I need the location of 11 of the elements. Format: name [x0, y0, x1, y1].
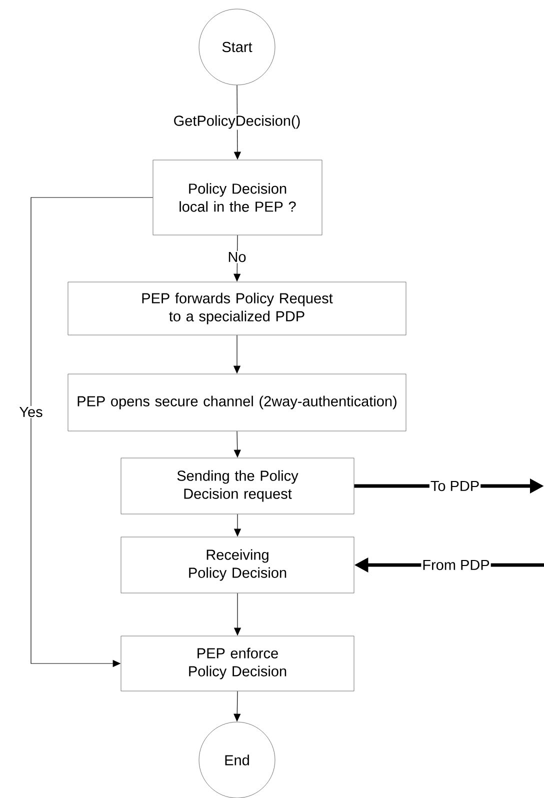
process-box: PEP opens secure channel (2way-authentication)	[68, 374, 406, 432]
decision-box: Policy Decision local in the PEP ?	[152, 160, 322, 236]
process-box: PEP enforce Policy Decision	[120, 636, 354, 692]
process-box: PEP forwards Policy Request to a specialized PDP	[68, 282, 406, 336]
process-box: Receiving Policy Decision	[120, 536, 354, 594]
edge-label: To PDP	[429, 480, 481, 492]
edge-label: From PDP	[421, 558, 491, 572]
edge-label: No	[226, 250, 248, 264]
edge-label: GetPolicyDecision()	[172, 114, 302, 130]
process-box: Sending the Policy Decision request	[120, 458, 354, 514]
edge-label: Yes	[18, 406, 44, 418]
